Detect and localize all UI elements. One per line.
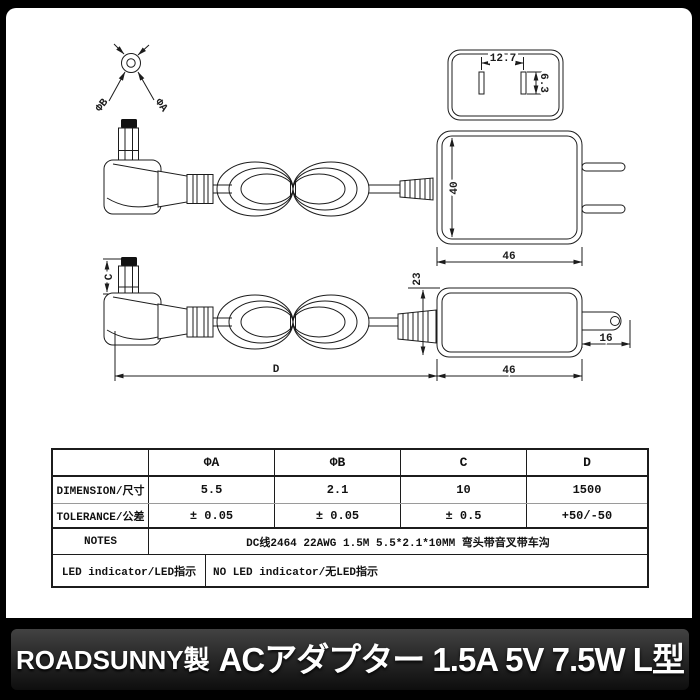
header-cell-phi-b: ΦB (275, 450, 401, 475)
dimension-phi-a: 5.5 (149, 477, 275, 503)
dc-plug-front-view (103, 119, 232, 215)
dim-body-width-front: 46 (502, 251, 515, 263)
led-value: NO LED indicator/无LED指示 (213, 566, 379, 579)
tolerance-d: +50/-50 (561, 508, 613, 523)
header-cell-c: C (401, 450, 527, 475)
dimension-c: 10 (401, 477, 527, 503)
dim-body-thickness: 23 (412, 272, 424, 286)
dim-pin-length: 6.3 (537, 73, 549, 93)
title-bar: ROADSUNNY製 ACアダプター 1.5A 5V 7.5W L型 (0, 618, 700, 700)
row-label-led: LED indicator/LED指示 (53, 555, 206, 586)
header-cell-phi-a: ΦA (149, 450, 275, 475)
dim-phi-b-label: ΦB (94, 97, 112, 115)
notes-value: DC线2464 22AWG 1.5M 5.5*2.1*10MM 弯头带音叉带车沟 (246, 537, 550, 550)
dim-cable-length-label: D (273, 364, 280, 376)
dimension-d: 1500 (572, 483, 602, 497)
technical-drawing: ΦB ΦA (94, 43, 631, 381)
plug-end-view-symbol: ΦB ΦA (94, 43, 170, 115)
dim-body-width-side: 46 (502, 365, 515, 377)
spec-table-header-row: ΦA ΦB C D (53, 450, 647, 477)
coiled-cable-top (216, 161, 401, 217)
spec-table: ΦA ΦB C D DIMENSION/尺寸 5.5 2.1 10 1500 T… (51, 448, 649, 588)
header-cell-d: D (583, 455, 591, 470)
table-row-led: LED indicator/LED指示 NO LED indicator/无LE… (53, 555, 647, 586)
dimension-phi-b: 2.1 (275, 477, 401, 503)
table-row-notes: NOTES DC线2464 22AWG 1.5M 5.5*2.1*10MM 弯头… (53, 529, 647, 555)
adapter-side-view: 23 16 46 D (114, 272, 631, 381)
dim-phi-a-label: ΦA (152, 97, 170, 115)
dim-pin-pitch: 12.7 (490, 53, 516, 65)
brand-name: ROADSUNNY製 (16, 644, 210, 675)
table-row-dimension: DIMENSION/尺寸 5.5 2.1 10 1500 (53, 477, 647, 504)
header-cell-blank (53, 450, 149, 475)
row-label-tolerance: TOLERANCE/公差 (53, 504, 149, 527)
dim-barrel-length-label: C (104, 273, 116, 280)
row-label-notes: NOTES (53, 529, 149, 554)
adapter-front-view: 40 46 (399, 130, 626, 266)
dc-plug-side-view: C (102, 257, 232, 346)
tolerance-phi-a: ± 0.05 (149, 504, 275, 527)
dim-prong-length: 16 (599, 333, 612, 345)
coiled-cable-bottom (216, 294, 399, 350)
plug-face-view: 12.7 6.3 (447, 49, 564, 121)
table-row-tolerance: TOLERANCE/公差 ± 0.05 ± 0.05 ± 0.5 +50/-50 (53, 504, 647, 529)
tolerance-c: ± 0.5 (401, 504, 527, 527)
dim-body-height: 40 (449, 181, 461, 194)
row-label-dimension: DIMENSION/尺寸 (53, 477, 149, 503)
product-title: ACアダプター 1.5A 5V 7.5W L型 (218, 641, 685, 678)
title-panel: ROADSUNNY製 ACアダプター 1.5A 5V 7.5W L型 (10, 628, 690, 691)
tolerance-phi-b: ± 0.05 (275, 504, 401, 527)
